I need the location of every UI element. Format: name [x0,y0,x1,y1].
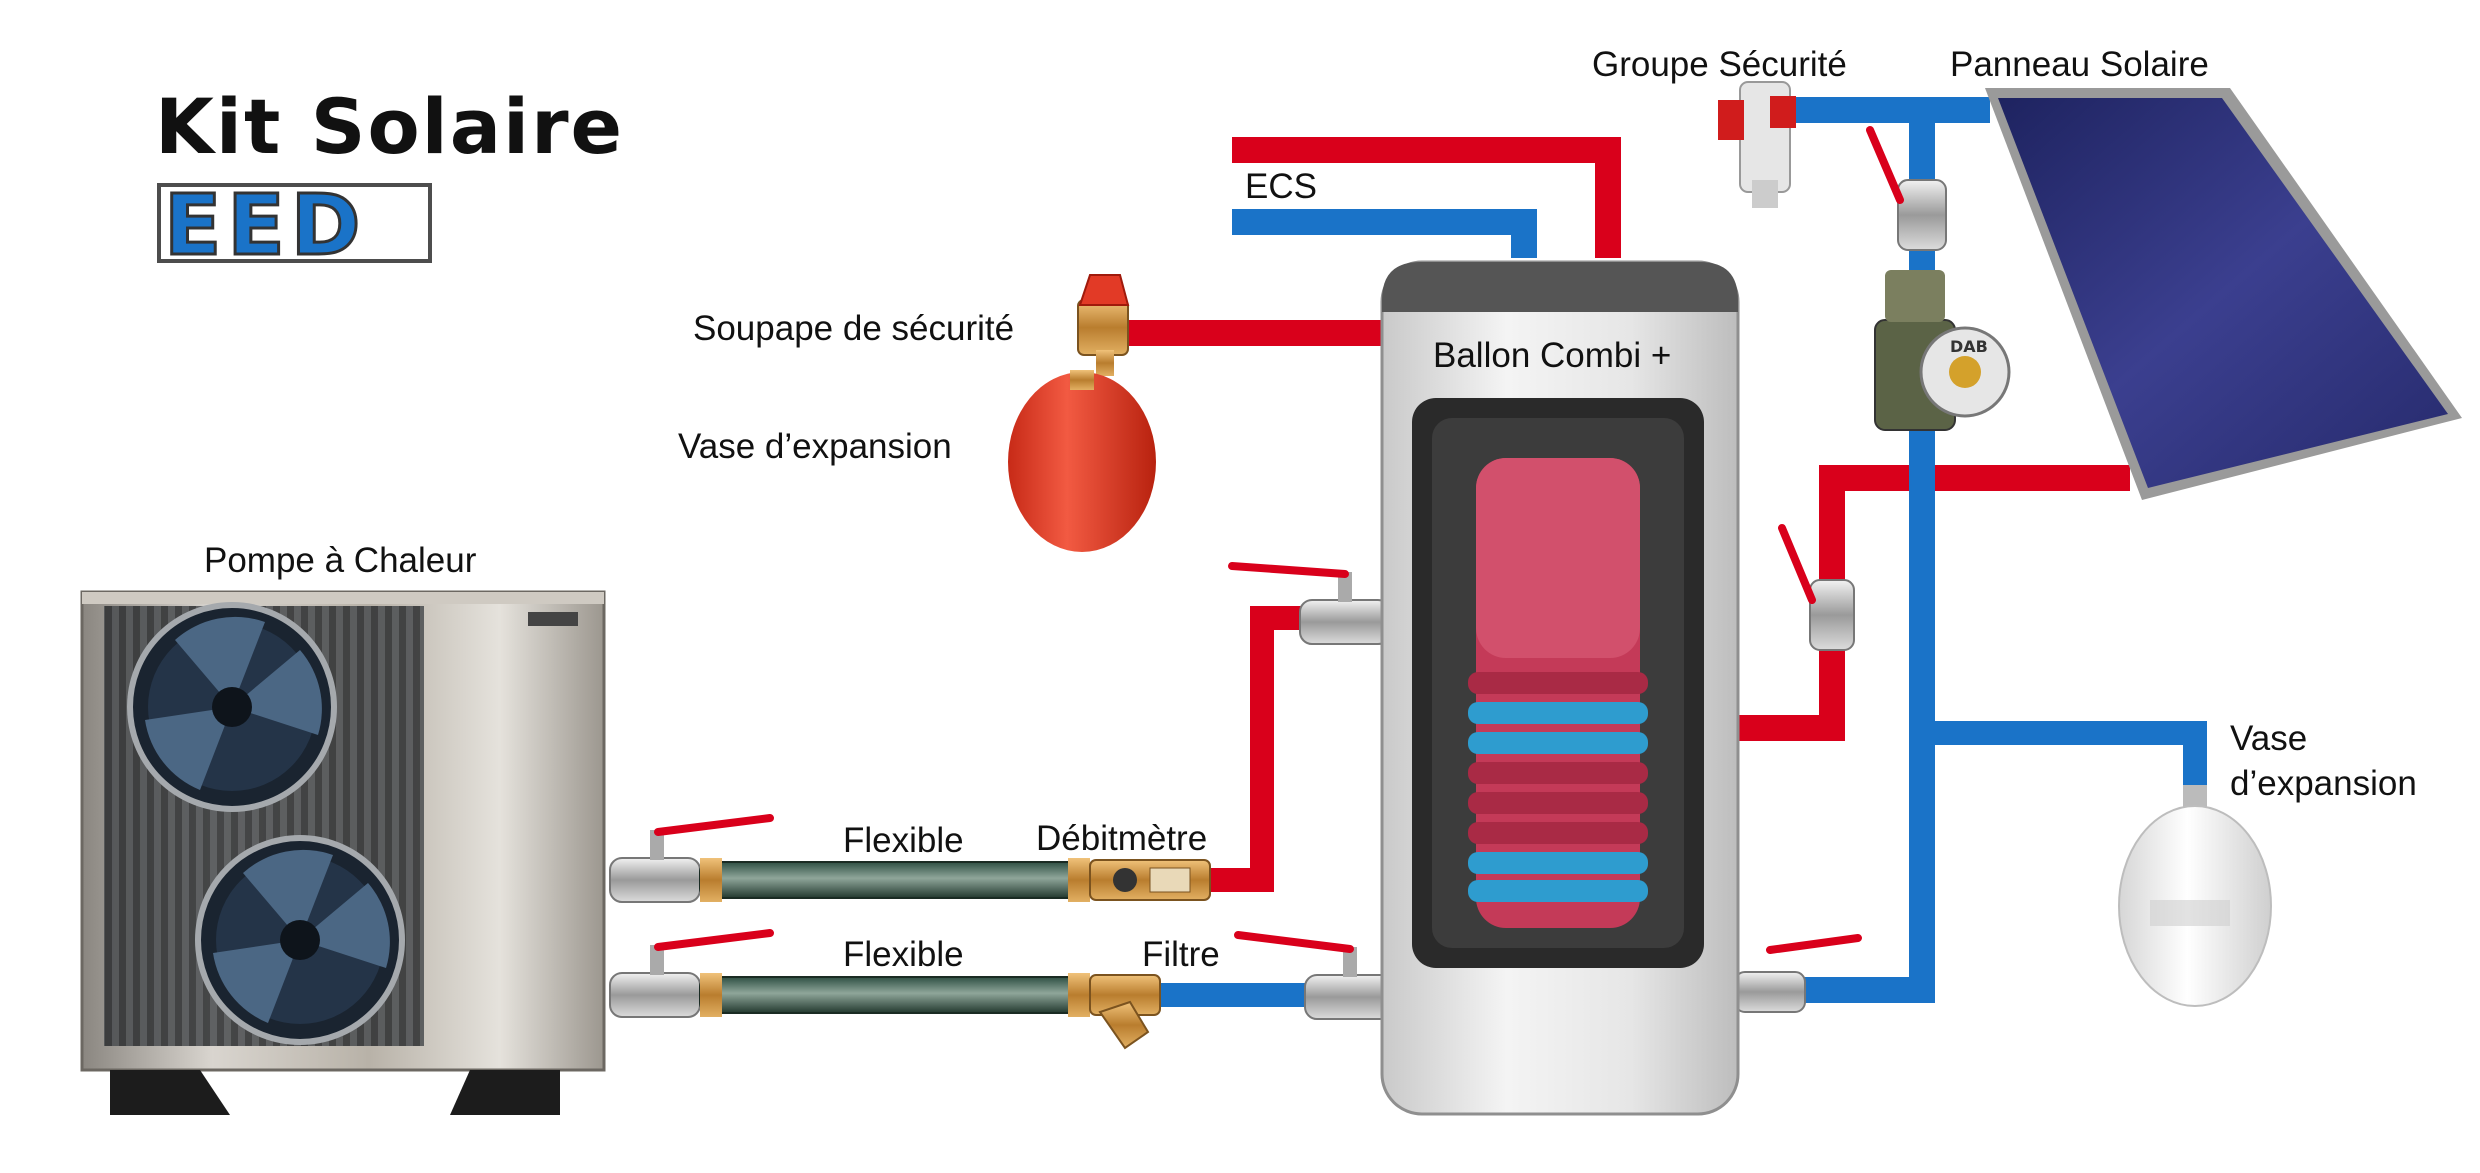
ecs-hot-pipe [1232,137,1621,258]
label-debitmetre: Débitmètre [1036,819,1207,858]
solar-panel-icon [1985,88,2462,500]
pump-brand: DAB [1950,337,1988,356]
expansion-vessel-pipe [1922,721,2207,800]
label-vase-expansion-left: Vase d’expansion [678,427,952,466]
storage-tank-icon [1380,260,1740,1116]
solar-return-pipe [1735,97,1990,1003]
circulator-pump-icon: DAB [1874,270,2011,431]
label-flexible-top: Flexible [843,821,964,860]
ecs-cold-pipe [1232,209,1537,258]
expansion-vessel-icon [1008,370,1156,552]
safety-valve-icon [1077,274,1130,376]
label-vase-right-2: d’expansion [2230,764,2417,803]
flexible-hose-icon [699,976,1091,1014]
ball-valve-icon [1866,126,1947,251]
ball-valve-icon [1778,524,1855,651]
fan-icon [195,835,405,1045]
logo-text: EED [164,176,367,274]
label-ballon: Ballon Combi + [1433,336,1671,375]
expansion-vessel-icon [2118,785,2272,1007]
flexible-hose-icon [699,861,1091,899]
label-vase-right-1: Vase [2230,719,2307,758]
heat-pump-supply-pipe [1205,606,1310,892]
page-title: Kit Solaire [155,82,624,171]
label-soupape: Soupape de sécurité [693,309,1014,348]
label-groupe-securite: Groupe Sécurité [1592,45,1847,84]
label-filtre: Filtre [1142,935,1220,974]
tank-coil [1468,672,1648,902]
ball-valve-icon [609,814,774,903]
security-group-icon [1718,81,1796,208]
ball-valve-icon [1228,562,1391,645]
label-pompe: Pompe à Chaleur [204,541,477,580]
y-filter-icon [1089,974,1161,1050]
fan-icon [127,602,337,812]
label-flexible-bottom: Flexible [843,935,964,974]
flow-meter-icon [1089,859,1211,901]
label-panneau-solaire: Panneau Solaire [1950,45,2209,84]
ball-valve-icon [1234,931,1396,1020]
label-ecs: ECS [1245,167,1317,206]
heat-pump-icon [80,590,606,1115]
eed-logo: EED [157,175,432,276]
